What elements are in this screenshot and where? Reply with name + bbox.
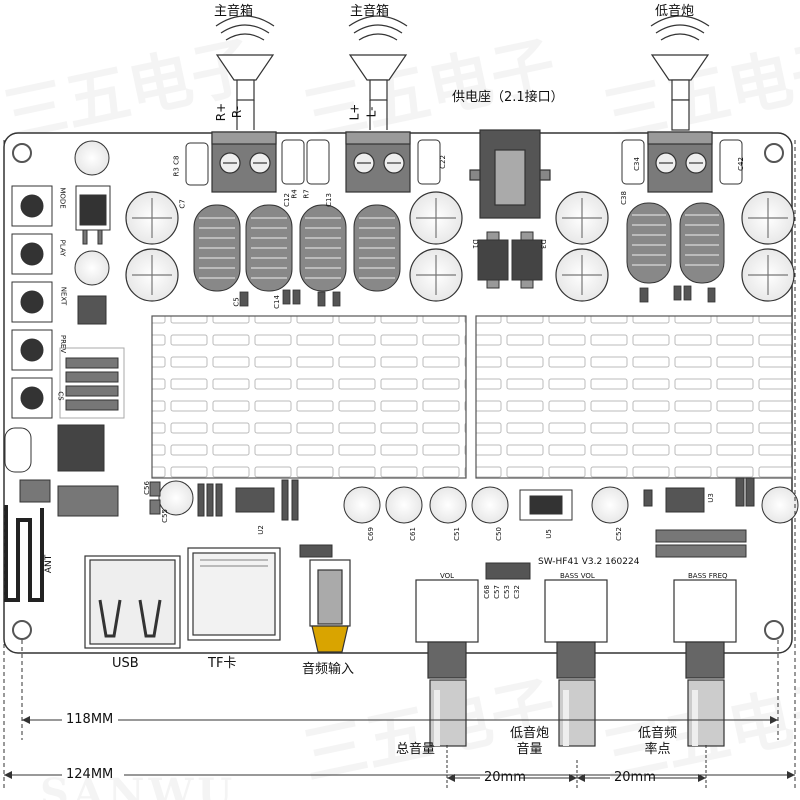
pot-silk-label: VOL [440,572,455,580]
inductors [193,202,725,292]
component-label: C34 [632,157,641,171]
screw-terminal [211,131,277,193]
button-label: NEXT [59,286,68,306]
speaker-label: 低音炮 [655,4,695,19]
heatsink [151,315,793,479]
tf-label: TF卡 [208,656,237,671]
antenna-label: ANT [44,554,55,574]
component-label: C56 [142,481,151,495]
component-label: C50 [494,527,503,541]
dimension-outer: 124MM [66,767,114,782]
knob-label-bass-vol: 低音炮 音量 [510,726,550,757]
button-label: PLAY [58,239,67,257]
board-version: SW-HF41 V3.2 160224 [538,557,640,567]
smd-parts [239,285,716,307]
component-label: C69 [366,527,375,541]
component-label: C14 [272,295,281,309]
film-capacitors [185,139,743,186]
inductor-windings [199,214,719,279]
power-jack [469,129,551,219]
component-label: R7 [302,189,311,199]
component-label: U3 [706,493,715,503]
usb-label: USB [112,656,139,671]
tf-slot [187,547,281,641]
arrow-heads [4,716,795,782]
component-label: C7 [178,199,187,209]
tact-buttons [11,185,53,419]
button-label: MODE [58,187,67,209]
power-jack-label: 供电座（2.1接口） [452,90,564,105]
diodes [477,231,543,289]
audio-in-label: 音频输入 [302,662,355,677]
component-label: C22 [438,155,447,169]
dimension-lines [3,140,796,790]
component-label: C57 [492,585,501,599]
component-label: R4 [290,189,299,199]
left-components [4,140,125,517]
button-label: PREV [59,334,68,354]
speaker-label: 主音箱 [214,4,254,19]
dimension-spacing: 20mm [614,770,656,785]
usb-port [84,555,181,649]
dimension-inner: 118MM [66,712,114,727]
screw-terminal [647,131,713,193]
terminal-pin-label: R+ [214,102,229,122]
pot-silk-label: BASS FREQ [688,572,728,580]
terminal-pin-label: L+ [347,103,362,121]
knob-label-master: 总音量 [396,742,436,757]
component-label: R3 C8 [172,155,181,177]
component-label: C52 [614,527,623,541]
component-label: C5 [232,297,241,307]
speaker-label: 主音箱 [350,4,390,19]
component-label: C13 [324,193,333,207]
speaker-icon [215,15,275,130]
dimension-spacing: 20mm [484,770,526,785]
mount-hole [764,143,784,163]
mount-hole [764,620,784,640]
component-label: C32 [512,585,521,599]
pot-silk-label: BASS VOL [560,572,595,580]
speaker-icon [348,15,408,130]
component-label: C53 [502,585,511,599]
terminal-pin-label: R- [230,105,245,119]
mount-hole [12,143,32,163]
potentiometers [415,579,737,747]
button-label: CS [56,391,65,401]
component-label: U5 [544,529,553,539]
terminal-pin-label: L- [364,106,379,118]
component-label: C68 [482,585,491,599]
component-label: C42 [736,157,745,171]
antenna-trace [4,505,44,602]
component-label: D3 [538,239,547,249]
mount-hole [12,620,32,640]
speaker-icon [650,15,710,131]
cap-marks [132,198,788,295]
component-label: C51 [452,527,461,541]
component-label: D1 [470,239,479,249]
audio-jack [309,559,351,653]
component-label: C38 [619,191,628,205]
component-label: C61 [408,527,417,541]
bottom-components [149,477,799,580]
screw-terminal [345,131,411,193]
component-label: U2 [256,525,265,535]
component-label: C55 [160,509,169,523]
knob-label-bass-freq: 低音频 率点 [638,726,678,757]
